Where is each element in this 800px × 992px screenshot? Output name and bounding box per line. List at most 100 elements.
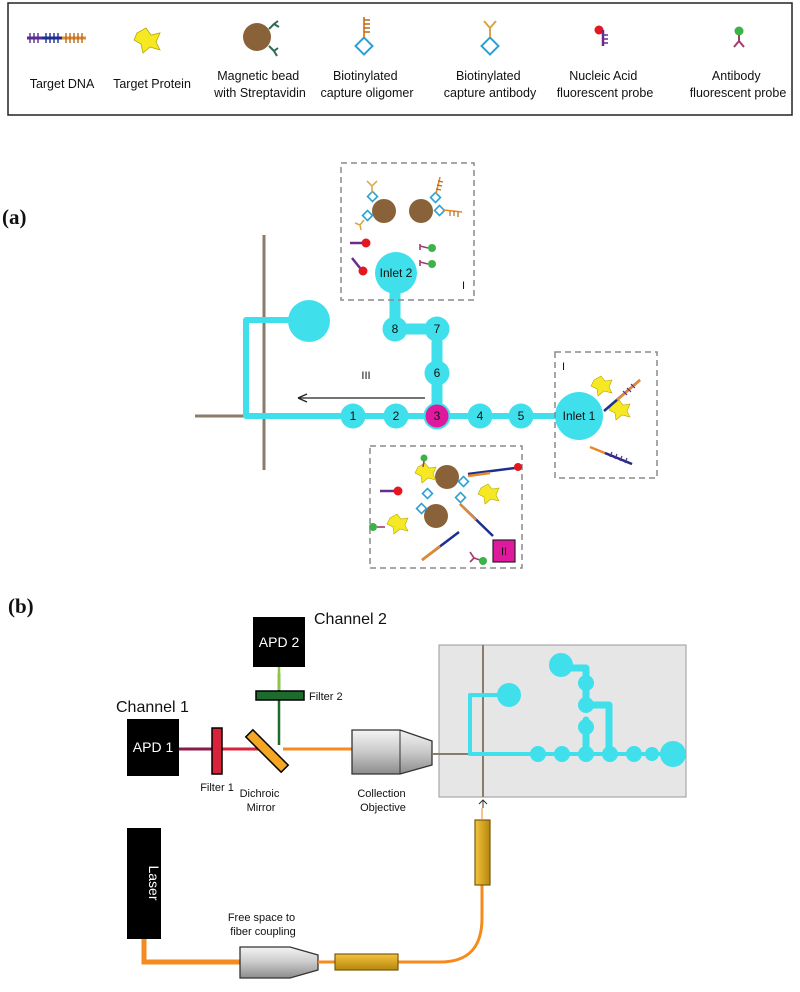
- dichroic-label-line-1: Dichroic: [240, 788, 280, 800]
- legend-label-nucleic-acid-probe: Nucleic Acid: [569, 69, 637, 83]
- panel-b-label: (b): [8, 594, 34, 618]
- chip-inlet-1: [660, 741, 686, 767]
- panel-a-label: (a): [2, 205, 27, 229]
- microfluidic-channel: [243, 270, 583, 422]
- inlet-1-reservoir: [555, 392, 603, 440]
- chamber-5: [508, 403, 534, 429]
- chamber-label-8: 8: [392, 322, 399, 336]
- inlet-2-reservoir: [375, 252, 417, 294]
- inlet-2-label: Inlet 2: [380, 266, 413, 280]
- dichroic-label-line-2: Mirror: [247, 802, 276, 814]
- svg-text:Target DNA: Target DNA: [30, 77, 95, 91]
- flow-label-iii: III: [361, 370, 370, 382]
- capture-antibody-icon: [480, 20, 500, 56]
- box-bottom-label: II: [501, 546, 507, 558]
- coupling-label-line-1: Free space to: [228, 912, 295, 924]
- fiber-coupling-lens: [239, 946, 319, 979]
- legend-label-capture-antibody: Biotinylated: [456, 69, 521, 83]
- apd-2-label: APD 2: [259, 634, 300, 650]
- legend-label-capture-oligomer: Biotinylated: [333, 69, 398, 83]
- filter-1: [211, 727, 223, 775]
- nucleic-acid-probe-icon: [594, 25, 608, 46]
- reagent-group-chamber-3: [369, 454, 522, 565]
- objective-label-line-2: Objective: [360, 802, 406, 814]
- filter-2-label: Filter 2: [309, 691, 343, 703]
- channel-1-label: Channel 1: [116, 699, 189, 716]
- laser-beam-path: [141, 939, 240, 965]
- apd-1-detector: [127, 719, 179, 776]
- channel-2-label: Channel 2: [314, 611, 387, 628]
- apd-1-label: APD 1: [133, 739, 174, 755]
- svg-text:Target Protein: Target Protein: [113, 77, 191, 91]
- dichroic-mirror: [244, 728, 290, 774]
- reagent-box-chamber-3: [369, 445, 523, 569]
- panel-a: (a) 1 2 3 4 5 6 7 8 Inlet 1 Inlet 2: [2, 162, 658, 569]
- reagent-group-inlet-1: [589, 375, 641, 466]
- laser-source: [127, 828, 161, 939]
- legend: Target DNA Target Protein Magnetic bead …: [7, 2, 793, 116]
- reagent-box-inlet-2: [340, 162, 475, 301]
- fiber-ferrule-horizontal: [334, 953, 399, 971]
- legend-label-target-dna: Target DNA: [30, 77, 95, 91]
- chamber-label-7: 7: [434, 322, 441, 336]
- fiber-input-arrow-icon: [478, 799, 488, 808]
- legend-label-antibody-probe-2: fluorescent probe: [690, 86, 787, 100]
- chamber-7: [424, 316, 450, 342]
- coupling-label-line-2: fiber coupling: [230, 926, 295, 938]
- chamber-4: [467, 403, 493, 429]
- box-top-label: I: [462, 280, 465, 292]
- target-protein-icon: [133, 27, 161, 54]
- chamber-8: [382, 316, 408, 342]
- chip-chambers: [530, 675, 659, 762]
- waste-reservoir: [288, 300, 330, 342]
- legend-label-nucleic-acid-probe-2: fluorescent probe: [557, 86, 654, 100]
- inlet-1-label: Inlet 1: [563, 409, 596, 423]
- magnetic-bead-icon: [243, 20, 280, 57]
- chip-waste-reservoir: [497, 683, 521, 707]
- antibody-probe-icon: [733, 26, 745, 48]
- coupling-label: Free space to fiber coupling: [228, 912, 298, 938]
- chip-inlet-2: [549, 653, 573, 677]
- objective-label: Collection Objective: [357, 788, 408, 814]
- legend-label-capture-antibody-2: capture antibody: [444, 86, 537, 100]
- chamber-label-1: 1: [350, 409, 357, 423]
- chamber-1: [340, 403, 366, 429]
- svg-text:Magnetic bead with Strep: Magnetic bead with Streptavidin: [213, 69, 306, 100]
- collection-objective: [351, 729, 433, 775]
- legend-label-target-protein: Target Protein: [113, 77, 191, 91]
- svg-text:Antibody fluorescent pro: Antibody fluorescent probe: [690, 69, 787, 100]
- legend-label-magnetic-bead: Magnetic bead: [217, 69, 299, 83]
- capture-oligomer-icon: [354, 17, 374, 56]
- chamber-label-5: 5: [518, 409, 525, 423]
- legend-frame: [7, 2, 793, 116]
- fiber-ferrule-vertical: [474, 819, 491, 886]
- chamber-3: [423, 402, 451, 430]
- panel-b: (b) APD 2 Channel 2 APD 1 Channel 1: [8, 594, 687, 979]
- fiber-optic-cable: [398, 885, 484, 964]
- dichroic-label: Dichroic Mirror: [240, 788, 283, 814]
- svg-text:Nucleic Acid fluorescent: Nucleic Acid fluorescent probe: [557, 69, 654, 100]
- chamber-label-4: 4: [477, 409, 484, 423]
- objective-label-line-1: Collection: [357, 788, 405, 800]
- chamber-label-2: 2: [393, 409, 400, 423]
- legend-label-capture-oligomer-2: capture oligomer: [320, 86, 413, 100]
- filter-2: [255, 690, 305, 701]
- legend-label-magnetic-bead-2: with Streptavidin: [213, 86, 306, 100]
- box-bottom-badge: [492, 539, 516, 563]
- apd-2-detector: [253, 617, 305, 667]
- chamber-label-6: 6: [434, 366, 441, 380]
- reagent-group-inlet-2: [350, 176, 463, 276]
- chamber-6: [424, 360, 450, 386]
- svg-text:Biotinylated capture oli: Biotinylated capture oligomer: [320, 69, 413, 100]
- chamber-2: [383, 403, 409, 429]
- filter-1-label: Filter 1: [200, 782, 234, 794]
- legend-label-antibody-probe: Antibody: [712, 69, 761, 83]
- flow-direction-arrow: [297, 393, 425, 403]
- box-right-label: I: [562, 361, 565, 373]
- laser-label: Laser: [146, 865, 162, 900]
- svg-text:Biotinylated capture ant: Biotinylated capture antibody: [444, 69, 537, 100]
- reagent-box-inlet-1: [554, 351, 658, 479]
- chamber-label-3: 3: [434, 409, 441, 423]
- target-dna-icon: [27, 33, 86, 43]
